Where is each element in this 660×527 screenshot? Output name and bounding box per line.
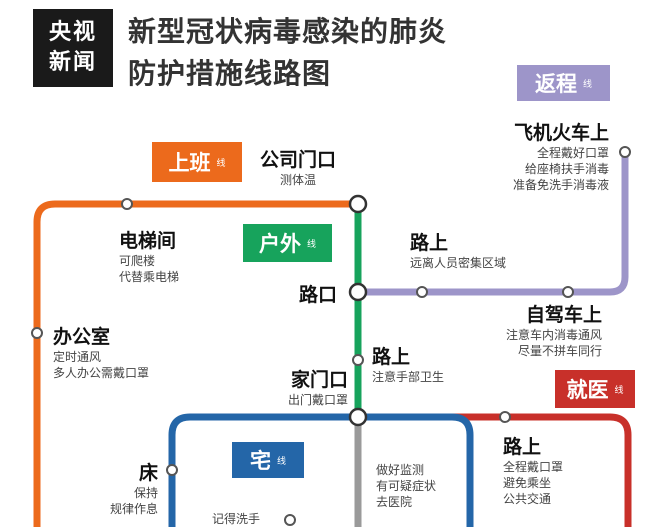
station-dots — [31, 146, 631, 526]
dot-office — [31, 327, 43, 339]
work-line — [33, 200, 358, 527]
station-note: 全程戴好口罩 — [536, 146, 609, 160]
station-note: 多人办公需戴口罩 — [53, 366, 150, 380]
interchange-home-gate — [348, 407, 368, 427]
station-note: 尽量不拼车同行 — [517, 344, 602, 358]
dot-elevator — [121, 198, 133, 210]
station-note: 准备免洗手消毒液 — [512, 178, 609, 192]
station-note: 公共交通 — [503, 492, 552, 506]
tag-medical-line: 就医线 — [555, 370, 635, 408]
station-name: 公司门口 — [259, 149, 336, 171]
station-note: 代替乘电梯 — [119, 270, 180, 284]
station-name: 路口 — [299, 284, 338, 306]
home-line — [168, 413, 474, 527]
station-bed: 床 保持 规律作息 — [96, 458, 158, 517]
station-plane-train: 飞机火车上 全程戴好口罩 给座椅扶手消毒 准备免洗手消毒液 — [497, 118, 609, 193]
tag-home-suffix: 线 — [276, 456, 286, 467]
station-name: 电梯间 — [119, 230, 177, 252]
station-name: 路上 — [410, 232, 449, 254]
medical-line — [358, 413, 632, 527]
tag-return-line: 返程线 — [517, 65, 610, 101]
station-intersection: 路口 — [299, 280, 337, 307]
station-note: 测体温 — [279, 173, 316, 187]
tag-work-suffix: 线 — [216, 158, 226, 169]
dot-self-drive — [562, 286, 574, 298]
station-note: 避免乘坐 — [503, 476, 552, 490]
station-home-gate: 家门口 出门戴口罩 — [264, 365, 348, 408]
logo-line-1: 央视 — [48, 20, 97, 45]
station-wash: 记得洗手 — [212, 511, 260, 527]
station-monitor: 做好监测 有可疑症状 去医院 — [376, 462, 436, 510]
interchange-intersection — [348, 282, 368, 302]
cctv-news-logo: 央视 新闻 — [33, 9, 113, 87]
station-name: 飞机火车上 — [513, 122, 609, 144]
station-name: 路上 — [503, 436, 542, 458]
logo-line-2: 新闻 — [48, 50, 97, 75]
station-note: 保持 — [133, 486, 158, 500]
station-note: 规律作息 — [109, 502, 158, 516]
station-note: 可爬楼 — [119, 254, 156, 268]
station-company-gate: 公司门口 测体温 — [254, 145, 342, 188]
tag-home-label: 宅 — [249, 449, 271, 473]
station-note: 做好监测 — [376, 463, 425, 477]
tag-work-line: 上班线 — [152, 142, 242, 182]
station-note: 定时通风 — [53, 350, 102, 364]
interchange-company-gate — [348, 194, 368, 214]
station-elevator: 电梯间 可爬楼 代替乘电梯 — [119, 226, 179, 285]
station-name: 路上 — [372, 346, 411, 368]
dot-wash — [284, 514, 296, 526]
dot-road-2 — [352, 354, 364, 366]
interchange-dots — [348, 194, 368, 427]
map-subtitle: 防护措施线路图 — [128, 57, 332, 90]
tag-work-label: 上班 — [168, 151, 211, 175]
map-title: 新型冠状病毒感染的肺炎 — [128, 15, 448, 48]
station-note: 出门戴口罩 — [287, 393, 348, 407]
dot-bed — [166, 464, 178, 476]
station-name: 床 — [138, 462, 158, 484]
tag-return-suffix: 线 — [582, 79, 592, 90]
tag-medical-label: 就医 — [566, 378, 609, 402]
dot-road-3 — [499, 411, 511, 423]
tag-outdoor-label: 户外 — [258, 232, 301, 256]
station-note: 远离人员密集区域 — [410, 256, 507, 270]
station-note: 全程戴口罩 — [503, 460, 564, 474]
station-note: 注意手部卫生 — [372, 370, 445, 384]
station-self-drive: 自驾车上 注意车内消毒通风 尽量不拼车同行 — [474, 300, 602, 359]
tag-return-label: 返程 — [534, 72, 577, 96]
station-note: 记得洗手 — [212, 512, 261, 526]
station-name: 自驾车上 — [525, 304, 602, 326]
station-name: 家门口 — [290, 369, 348, 391]
tag-outdoor-suffix: 线 — [306, 239, 316, 250]
tag-outdoor-line: 户外线 — [243, 224, 332, 262]
station-note: 有可疑症状 — [376, 479, 437, 493]
station-office: 办公室 定时通风 多人办公需戴口罩 — [53, 322, 149, 381]
station-road-2: 路上 注意手部卫生 — [372, 342, 444, 385]
station-road-3: 路上 全程戴口罩 避免乘坐 公共交通 — [503, 432, 563, 507]
station-note: 注意车内消毒通风 — [505, 328, 602, 342]
dot-road-1 — [416, 286, 428, 298]
station-note: 给座椅扶手消毒 — [524, 162, 609, 176]
tag-home-line: 宅线 — [232, 442, 304, 478]
station-road-1: 路上 远离人员密集区域 — [410, 228, 506, 271]
dot-plane-train — [619, 146, 631, 158]
tag-medical-suffix: 线 — [614, 385, 624, 396]
station-name: 办公室 — [53, 326, 111, 348]
station-note: 去医院 — [376, 495, 413, 509]
